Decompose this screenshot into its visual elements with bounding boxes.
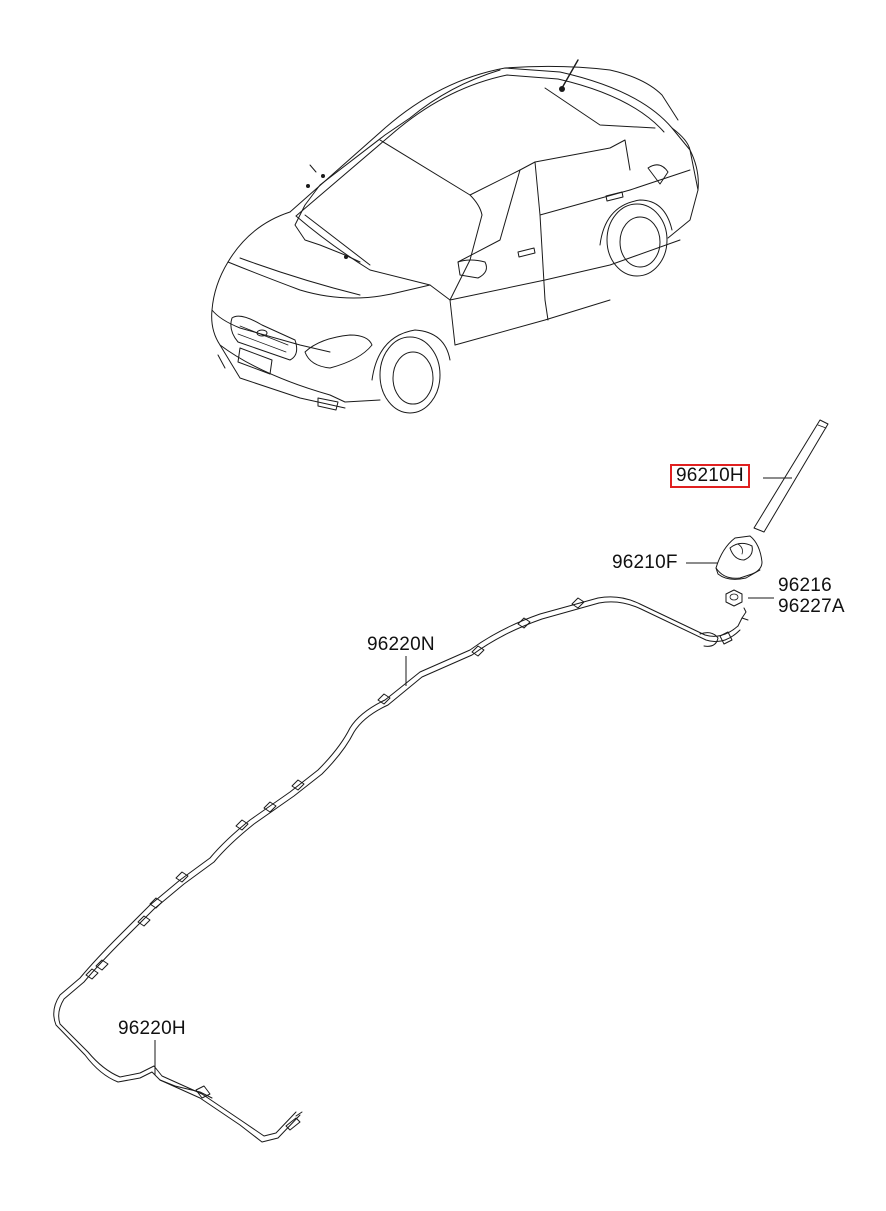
label-nut-b[interactable]: 96227A — [778, 596, 845, 617]
antenna-base-drawing — [715, 535, 763, 580]
label-antenna-pole[interactable]: 96210H — [670, 464, 750, 488]
label-roof-cable[interactable]: 96220N — [367, 634, 435, 655]
label-antenna-base[interactable]: 96210F — [612, 552, 678, 573]
label-nut-a[interactable]: 96216 — [778, 575, 832, 596]
leader-lines — [154, 477, 792, 1075]
label-feeder-cable[interactable]: 96220H — [118, 1018, 186, 1039]
cable-assembly-drawing — [53, 596, 749, 1143]
car-illustration — [211, 59, 699, 414]
nut-drawing — [725, 589, 743, 607]
antenna-pole-drawing — [753, 419, 829, 533]
